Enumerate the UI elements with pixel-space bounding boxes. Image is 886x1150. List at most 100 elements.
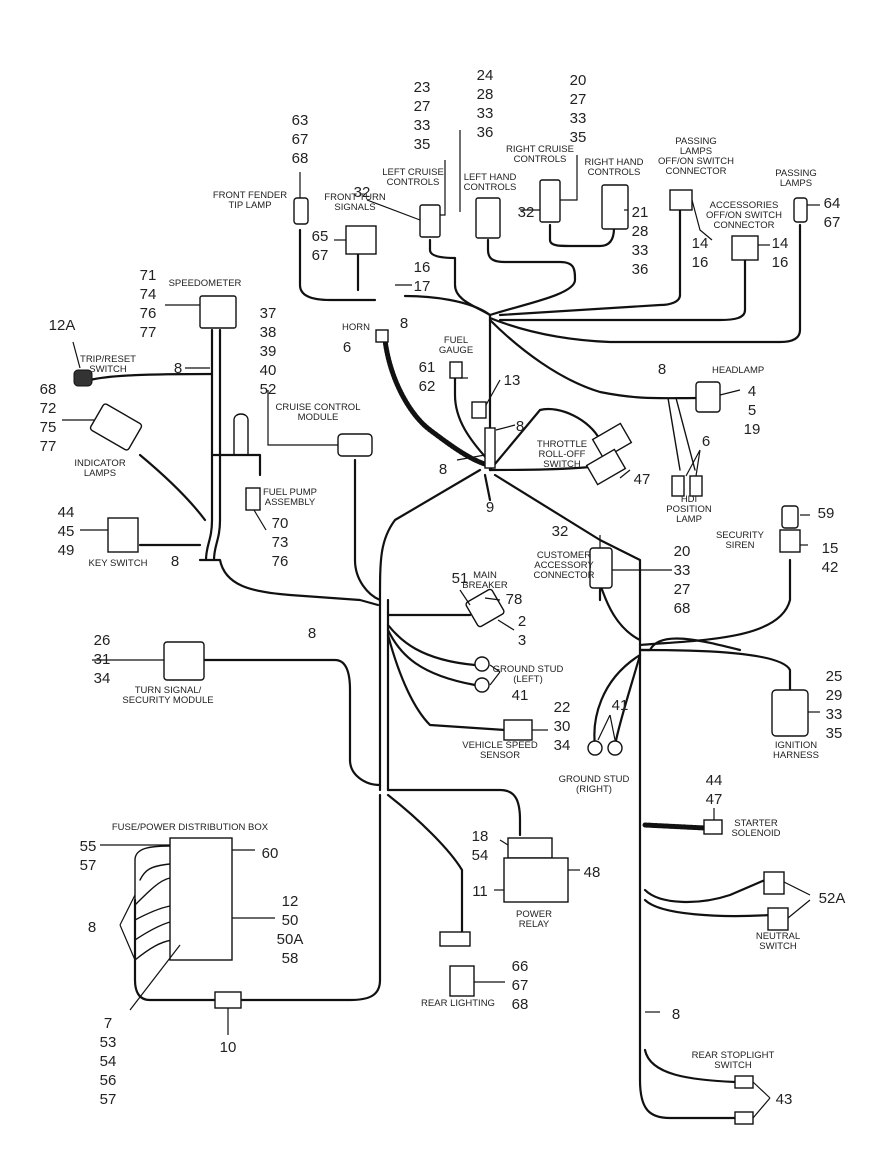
turn-signal-security-module — [163, 641, 205, 681]
callout-c-48: 48 — [584, 864, 601, 881]
callout-c-8-head: 8 — [658, 361, 666, 378]
cruise-control-module — [337, 433, 373, 457]
callout-c-8-key: 8 — [171, 553, 179, 570]
label-turn-signal-security-module: TURN SIGNAL/SECURITY MODULE — [122, 685, 213, 706]
starter-solenoid-connector — [703, 819, 723, 835]
label-ground-stud-left: GROUND STUD(LEFT) — [493, 664, 564, 685]
fuse-power-distribution-box — [169, 837, 233, 961]
label-key-switch: KEY SWITCH — [89, 558, 148, 569]
customer-accessory-connector — [589, 547, 613, 589]
rear-lighting-connector-a — [439, 931, 471, 947]
front-turn-signals-connector — [345, 225, 377, 255]
ground-stud-left-b — [474, 677, 490, 693]
neutral-switch-b — [767, 907, 789, 931]
label-horn: HORN — [342, 322, 370, 333]
ground-stud-left-a — [474, 656, 490, 672]
fuel-pump-assembly-connector — [245, 487, 261, 511]
power-relay — [503, 857, 569, 903]
callout-c-10: 10 — [220, 1039, 237, 1056]
vehicle-speed-sensor-connector — [503, 719, 533, 741]
components — [73, 179, 809, 1125]
callout-c-32-left: 32 — [354, 184, 371, 201]
callout-c-78: 78 — [506, 591, 523, 608]
callout-c-11: 11 — [472, 883, 488, 900]
power-relay-top — [507, 837, 553, 859]
left-cruise-controls-connector — [419, 204, 441, 238]
callout-c-13: 13 — [504, 372, 521, 389]
speedometer-connector — [199, 295, 237, 329]
fuel-gauge-connector — [449, 361, 463, 379]
throttle-rolloff-switch-b — [585, 448, 627, 486]
hdi-position-lamp-right — [689, 475, 703, 497]
callout-c-32-right: 32 — [518, 204, 535, 221]
accessories-switch-connector — [731, 235, 759, 261]
passing-lamps-connector — [793, 197, 808, 223]
security-siren-top — [781, 505, 799, 529]
passing-lamps-switch-connector — [669, 189, 693, 211]
callout-c-6-horn: 6 — [343, 339, 351, 356]
callout-c-8-center: 8 — [439, 461, 447, 478]
horn-connector — [375, 329, 389, 343]
callout-c-8-lower: 8 — [672, 1006, 680, 1023]
label-ground-stud-right: GROUND STUD(RIGHT) — [559, 774, 630, 795]
leader-lines — [62, 130, 820, 1119]
callout-c-47-throttle: 47 — [634, 471, 651, 488]
callout-c-60: 60 — [262, 845, 279, 862]
ground-stud-right-b — [607, 740, 623, 756]
callout-c-6-hdi: 6 — [702, 433, 710, 450]
key-switch — [107, 517, 139, 553]
callout-c-59: 59 — [818, 505, 835, 522]
label-fuse-power-box: FUSE/POWER DISTRIBUTION BOX — [112, 822, 269, 833]
callout-c-8-top: 8 — [400, 315, 408, 332]
callout-c-52a: 52A — [819, 890, 846, 907]
headlamp-connector — [695, 381, 721, 413]
callout-c-51: 51 — [452, 570, 469, 587]
callout-c-32-customer: 32 — [552, 523, 569, 540]
main-breaker — [465, 588, 505, 628]
center-junction — [484, 427, 496, 469]
hdi-position-lamp-left — [671, 475, 685, 497]
callout-c-41-left: 41 — [512, 687, 529, 704]
rear-stoplight-switch-b — [734, 1111, 754, 1125]
callout-c-12a: 12A — [49, 317, 76, 334]
